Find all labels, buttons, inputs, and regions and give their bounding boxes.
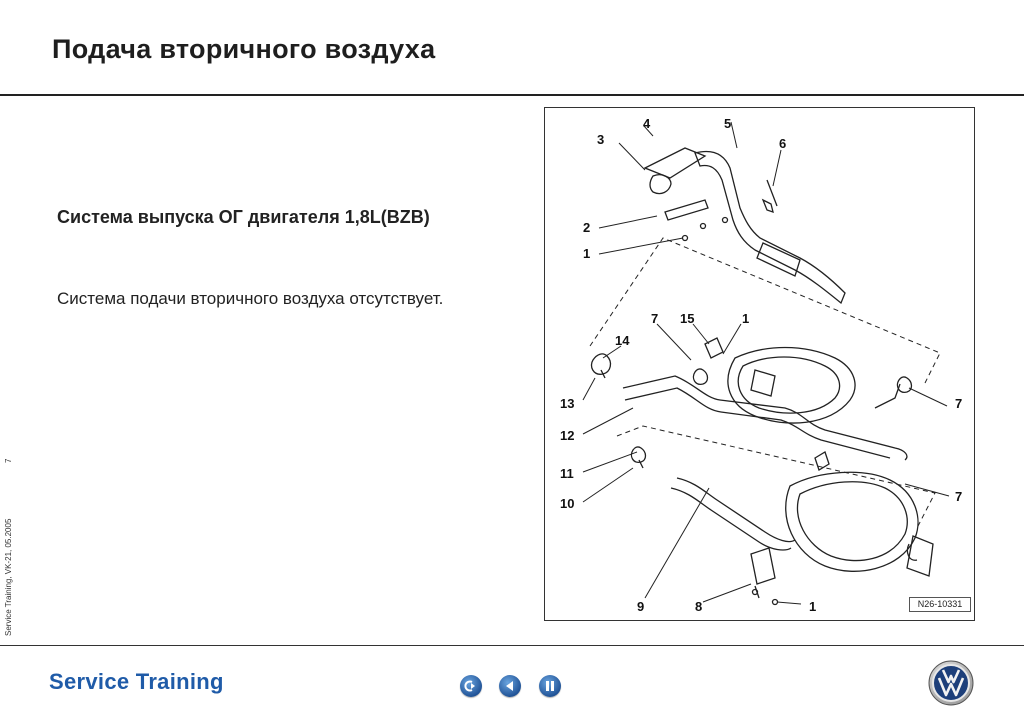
callout-3: 3 — [597, 132, 604, 147]
callout-1-top: 1 — [583, 246, 590, 261]
callout-9: 9 — [637, 599, 644, 614]
callout-4: 4 — [643, 116, 651, 131]
section-subtitle: Система выпуска ОГ двигателя 1,8L(BZB) — [57, 207, 430, 227]
diagram-drawing: 4 5 3 6 2 1 7 15 1 14 13 7 12 11 10 7 9 … — [560, 116, 962, 614]
callout-5: 5 — [724, 116, 731, 131]
callout-14: 14 — [615, 333, 630, 348]
pause-icon — [546, 681, 554, 691]
page-number: 7 — [4, 458, 13, 463]
header-divider — [0, 94, 1024, 96]
callout-11: 11 — [560, 466, 574, 481]
callout-1-mid: 1 — [742, 311, 749, 326]
section-body: Система подачи вторичного воздуха отсутс… — [57, 289, 444, 308]
callout-8: 8 — [695, 599, 702, 614]
figure-id: N26-10331 — [909, 597, 971, 612]
first-icon — [464, 680, 475, 692]
callout-15: 15 — [680, 311, 694, 326]
previous-icon — [506, 681, 513, 691]
callout-6: 6 — [779, 136, 786, 151]
callout-1-bottom: 1 — [809, 599, 816, 614]
callout-2: 2 — [583, 220, 590, 235]
brand-label: Service Training — [49, 669, 224, 694]
callout-7-mid: 7 — [651, 311, 658, 326]
vw-logo-icon — [928, 660, 974, 706]
page-title: Подача вторичного воздуха — [52, 34, 436, 64]
callout-12: 12 — [560, 428, 574, 443]
footer-meta: Service Training, VK-21, 05.2005 — [4, 518, 13, 636]
callout-13: 13 — [560, 396, 574, 411]
callout-7-lower: 7 — [955, 489, 962, 504]
footer-divider — [0, 645, 1024, 646]
callout-10: 10 — [560, 496, 574, 511]
diagram-callouts: 4 5 3 6 2 1 7 15 1 14 13 7 12 11 10 7 9 … — [560, 116, 962, 614]
first-slide-button[interactable] — [460, 675, 482, 697]
previous-slide-button[interactable] — [499, 675, 521, 697]
callout-7-right: 7 — [955, 396, 962, 411]
pause-button[interactable] — [539, 675, 561, 697]
exhaust-system-diagram: 4 5 3 6 2 1 7 15 1 14 13 7 12 11 10 7 9 … — [544, 107, 975, 621]
